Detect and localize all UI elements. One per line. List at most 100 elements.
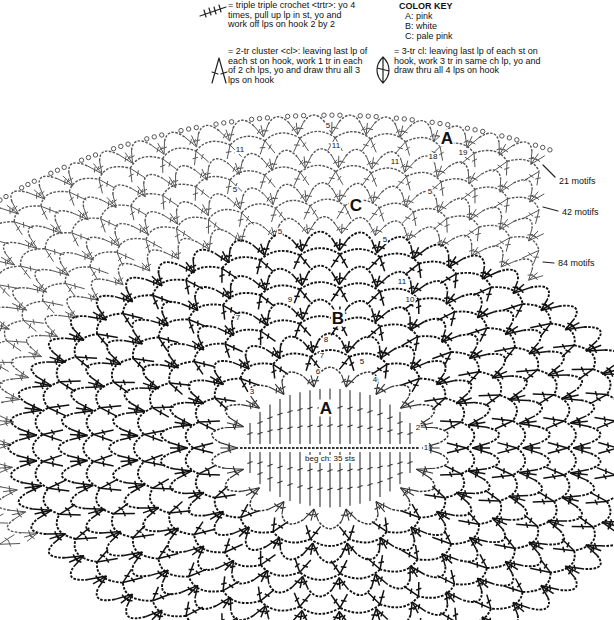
treble-stitch (590, 395, 607, 404)
treble-stitch (543, 474, 564, 479)
treble-stitch (535, 171, 540, 185)
treble-stitch (0, 514, 4, 523)
treble-stitch (221, 443, 238, 449)
chain-loop (513, 421, 525, 448)
treble-stitch (530, 568, 550, 574)
treble-stitch (0, 535, 14, 545)
treble-stitch (84, 208, 89, 220)
chain-loop (554, 475, 569, 501)
treble-stitch (102, 530, 121, 535)
treble-stitch (100, 404, 121, 409)
chain-loop (380, 254, 419, 264)
treble-stitch (119, 274, 123, 285)
chain-loop (90, 252, 117, 267)
chain-loop (97, 588, 115, 600)
treble-stitch (379, 590, 385, 604)
treble-stitch (115, 234, 119, 246)
chain-loop (250, 499, 269, 511)
chain-loop (523, 330, 541, 343)
chain-loop (43, 283, 66, 301)
treble-stitch (0, 319, 9, 329)
treble-stitch (325, 122, 332, 134)
treble-stitch (93, 455, 112, 462)
picot (229, 120, 233, 124)
chain-loop (170, 479, 185, 494)
legend-text: = 3-tr cl: leaving last lp of each st on… (394, 47, 544, 76)
treble-stitch (597, 468, 614, 475)
treble-stitch (497, 443, 517, 449)
treble-stitch (123, 313, 143, 319)
chain-loop (145, 212, 164, 222)
treble-stitch (239, 197, 245, 210)
treble-stitch (194, 361, 214, 367)
chain-loop (419, 262, 456, 274)
treble-stitch (453, 608, 458, 620)
chain-loop (435, 428, 448, 443)
chain-loop (215, 498, 241, 518)
treble-stitch (48, 408, 66, 416)
treble-stitch (216, 597, 230, 606)
chain-loop (479, 501, 501, 524)
treble-stitch (486, 287, 492, 301)
treble-stitch (117, 252, 134, 260)
chain-loop (65, 267, 90, 283)
treble-stitch (98, 308, 106, 320)
leader-line (543, 262, 554, 263)
chain-loop (189, 380, 206, 393)
treble-stitch (153, 587, 159, 601)
chain-loop (31, 362, 46, 377)
treble-stitch (586, 545, 597, 555)
treble-stitch (411, 362, 427, 369)
treble-stitch (159, 337, 179, 343)
chain-loop (269, 269, 293, 278)
treble-stitch (300, 172, 309, 185)
chain-loop (282, 514, 304, 524)
treble-stitch (247, 452, 252, 473)
chain-loop (198, 326, 218, 338)
three-tr-cluster-symbol (377, 57, 389, 83)
treble-stitch (304, 509, 315, 520)
chain-loop (300, 572, 340, 580)
chain-loop (357, 514, 379, 524)
chain-loop (153, 601, 186, 617)
treble-stitch (416, 469, 430, 478)
treble-stitch (439, 147, 444, 161)
treble-stitch (444, 219, 449, 233)
chain-loop (584, 327, 601, 341)
chain-loop (87, 462, 101, 489)
treble-stitch (160, 527, 179, 532)
chain-loop (13, 288, 29, 300)
chain-loop (118, 263, 136, 274)
treble-stitch (37, 377, 51, 386)
row-number: 9 (287, 296, 293, 304)
chain-loop (538, 427, 550, 443)
treble-stitch (260, 141, 266, 155)
chain-loop (194, 344, 225, 362)
treble-stitch (371, 139, 377, 153)
row-number: 11 (390, 158, 400, 166)
treble-stitch (33, 285, 47, 293)
picot (265, 116, 269, 120)
treble-stitch (366, 123, 374, 135)
treble-stitch (380, 257, 385, 271)
chain-loop (210, 229, 230, 238)
treble-stitch (337, 389, 342, 444)
treble-stitch (570, 473, 586, 480)
treble-stitch (7, 339, 28, 344)
treble-stitch (533, 250, 539, 264)
picot (374, 114, 378, 118)
treble-stitch (261, 331, 276, 341)
chain-loop (308, 266, 332, 274)
chain-loop (150, 383, 170, 408)
chain-loop (198, 558, 218, 570)
treble-stitch (303, 307, 309, 319)
chain-loop (462, 591, 482, 602)
chain-loop (384, 221, 405, 229)
chain-loop (27, 336, 42, 349)
treble-stitch (175, 211, 180, 224)
treble-stitch (339, 612, 348, 620)
treble-stitch (347, 342, 357, 353)
motif-count: 42 motifs (561, 208, 600, 217)
treble-stitch (516, 522, 537, 527)
treble-stitch (375, 312, 387, 322)
